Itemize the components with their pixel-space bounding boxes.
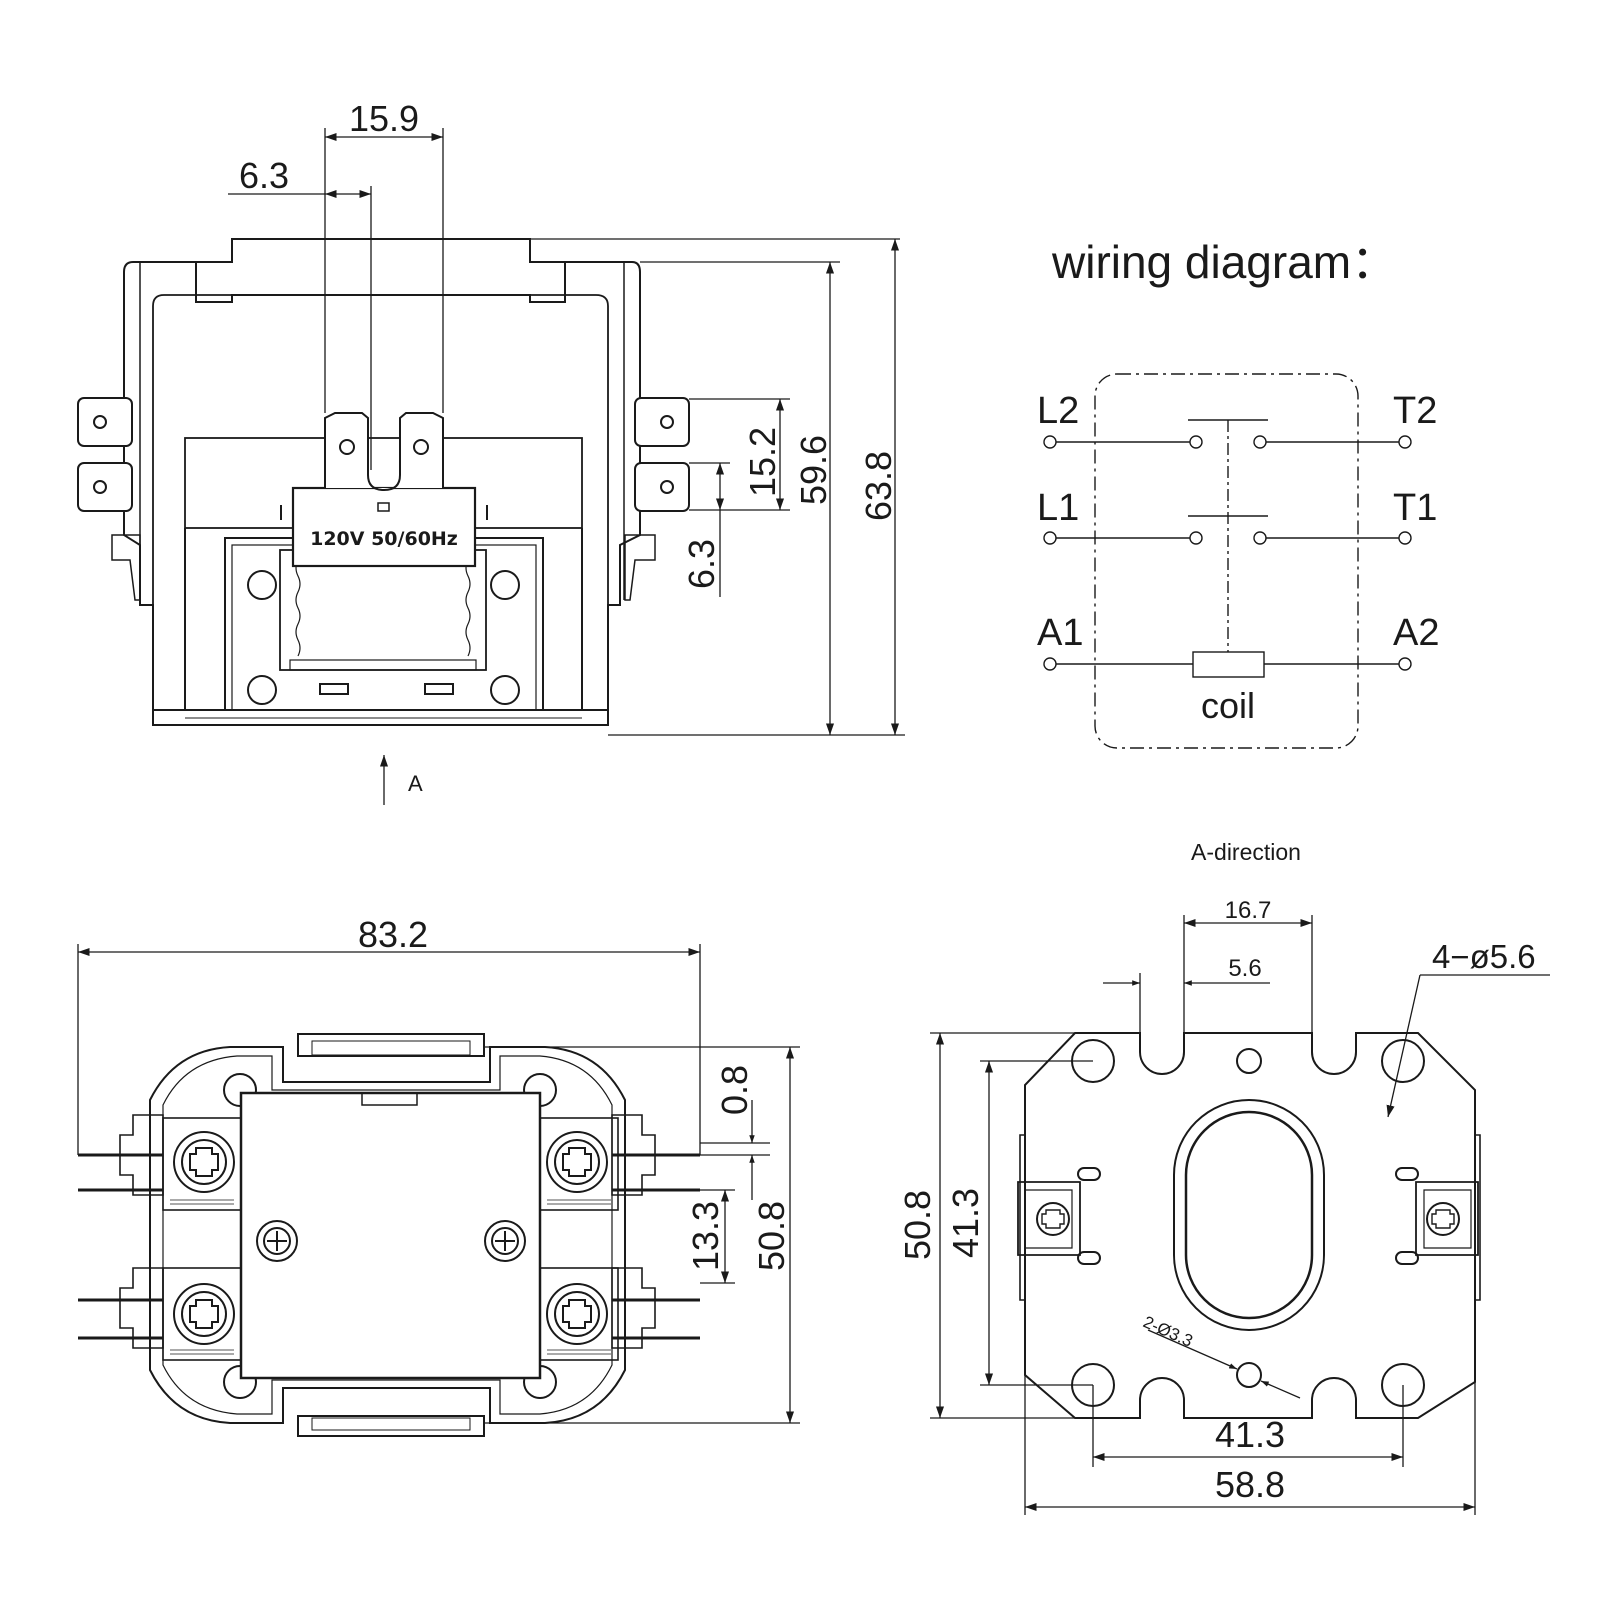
wiring-title: wiring diagram：	[1051, 236, 1397, 288]
dim-83-2: 83.2	[358, 914, 428, 955]
dim-50-8-top: 50.8	[751, 1201, 792, 1271]
top-dimensions	[77, 944, 800, 1424]
terminal-T1: T1	[1393, 487, 1437, 529]
dim-5-6: 5.6	[1228, 955, 1261, 982]
dim-63-8: 63.8	[858, 451, 899, 521]
dim-41-3-vertical: 41.3	[945, 1188, 986, 1258]
dim-41-3-horizontal: 41.3	[1215, 1414, 1285, 1455]
top-view	[78, 1033, 700, 1437]
dim-50-8-a: 50.8	[897, 1190, 938, 1260]
dim-59-6: 59.6	[793, 435, 834, 505]
dim-13-3: 13.3	[685, 1201, 726, 1271]
terminal-A2: A2	[1393, 612, 1439, 654]
terminal-T2: T2	[1393, 390, 1437, 432]
coil-label: coil	[1201, 685, 1255, 726]
view-arrow-label: A	[408, 771, 423, 796]
dim-58-8: 58.8	[1215, 1464, 1285, 1505]
a-direction-title: A-direction	[1191, 839, 1301, 865]
a-direction-dimensions	[930, 915, 1550, 1515]
dim-holes-4: 4−ø5.6	[1432, 938, 1536, 975]
dim-6-3-side: 6.3	[681, 539, 722, 589]
dim-15-2: 15.2	[742, 427, 783, 497]
a-direction-dimension-labels: 16.7 5.6 4−ø5.6 50.8 41.3 41.3 58.8 2-Ø3…	[897, 897, 1536, 1505]
dim-6-3-top: 6.3	[239, 155, 289, 196]
dim-16-7: 16.7	[1225, 897, 1272, 924]
a-direction-view	[1017, 1032, 1481, 1419]
terminal-A1: A1	[1037, 612, 1083, 654]
terminal-L2: L2	[1037, 390, 1079, 432]
terminal-L1: L1	[1037, 487, 1079, 529]
front-dimension-labels: 15.9 6.3 63.8 59.6 15.2 6.3 120V 50/60Hz…	[239, 98, 899, 796]
front-dimensions	[228, 128, 905, 805]
top-dimension-labels: 83.2 0.8 13.3 50.8	[358, 914, 792, 1271]
front-view	[77, 238, 690, 726]
coil-voltage-label: 120V 50/60Hz	[310, 528, 458, 550]
dim-holes-2: 2-Ø3.3	[1140, 1312, 1195, 1351]
dim-15-9: 15.9	[349, 98, 419, 139]
wiring-diagram: wiring diagram： L2 T2 L1 T1	[1037, 236, 1439, 749]
dim-0-8: 0.8	[714, 1065, 755, 1115]
